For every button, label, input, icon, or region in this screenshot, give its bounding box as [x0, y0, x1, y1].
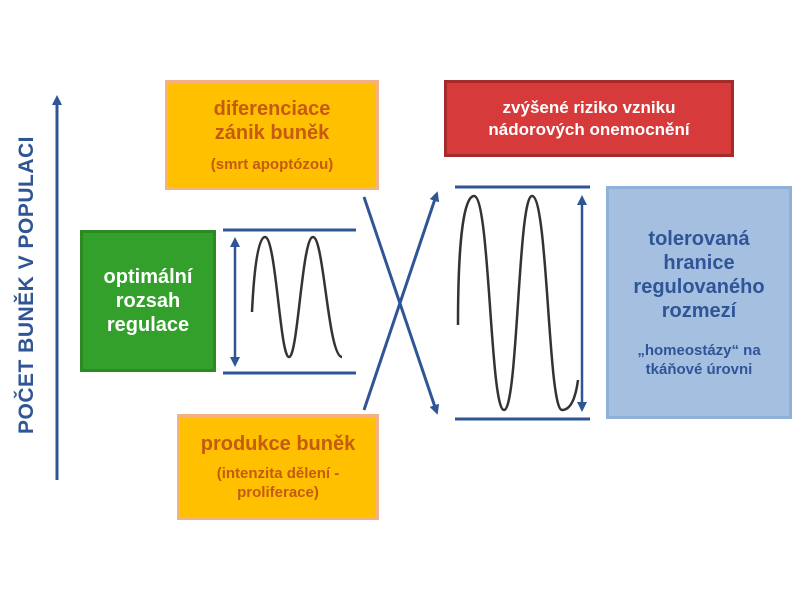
y-axis-label: POČET BUNĚK V POPULACI: [15, 135, 38, 435]
production-box: produkce buněk (intenzita dělení - proli…: [177, 414, 379, 520]
risk-line-1: zvýšené riziko vzniku: [502, 97, 676, 117]
optimal-line-3: regulace: [106, 314, 190, 336]
production-title: produkce buněk: [200, 433, 356, 455]
optimal-line-2: rozsah: [115, 290, 181, 312]
tumor-risk-box: zvýšené riziko vzniku nádorových onemocn…: [444, 80, 734, 157]
tolerated-line-4: rozmezí: [661, 299, 737, 322]
differentiation-note: (smrt apoptózou): [210, 155, 334, 173]
homeostasis-note-1: „homeostázy“ na: [637, 341, 761, 359]
homeostasis-note-2: tkáňové úrovni: [645, 360, 753, 378]
optimal-line-1: optimální: [103, 266, 193, 288]
cross-arrow-down: [362, 196, 440, 415]
production-note-1: (intenzita dělení -: [216, 465, 340, 482]
narrow-oscillation-wave: [250, 235, 343, 359]
tolerated-line-2: hranice: [663, 251, 735, 274]
tolerated-range-box: tolerovaná hranice regulovaného rozmezí …: [606, 186, 792, 419]
optimal-range-box: optimální rozsah regulace: [80, 230, 216, 372]
differentiation-box: diferenciace zánik buněk (smrt apoptózou…: [165, 80, 379, 190]
differentiation-title-2: zánik buněk: [214, 121, 330, 144]
production-note-2: proliferace): [237, 484, 319, 501]
tolerated-line-1: tolerovaná: [648, 227, 750, 250]
differentiation-title-1: diferenciace: [213, 97, 331, 120]
tolerated-line-3: regulovaného: [633, 275, 765, 298]
wide-oscillation-wave: [456, 194, 580, 412]
risk-line-2: nádorových onemocnění: [488, 119, 690, 139]
